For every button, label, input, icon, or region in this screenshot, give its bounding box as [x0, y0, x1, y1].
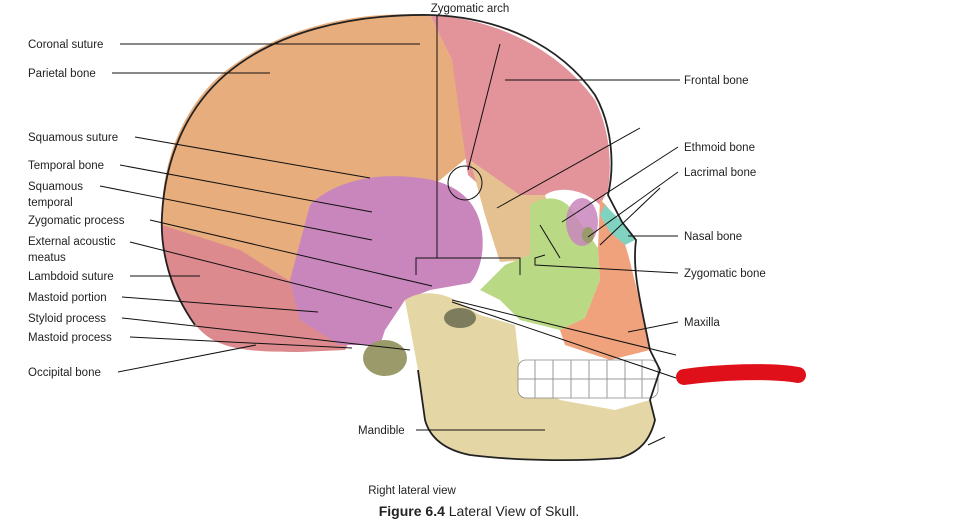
label-temporal-bone: Temporal bone: [28, 160, 104, 172]
figure-caption: Figure 6.4 Lateral View of Skull.: [0, 503, 958, 519]
mandible-region: [405, 293, 655, 461]
label-mastoid-process: Mastoid process: [28, 332, 112, 344]
label-mastoid-portion: Mastoid portion: [28, 292, 107, 304]
label-external-acoustic-1: External acoustic: [28, 236, 116, 248]
label-ethmoid-bone: Ethmoid bone: [684, 142, 755, 154]
label-lacrimal-bone: Lacrimal bone: [684, 167, 756, 179]
label-squamous-suture: Squamous suture: [28, 132, 118, 144]
caption-title: Lateral View of Skull.: [444, 503, 580, 519]
maxilla-region: [560, 200, 650, 360]
label-zygomatic-arch: Zygomatic arch: [431, 3, 510, 15]
label-external-acoustic-2: meatus: [28, 252, 66, 264]
temporal-bone-region: [290, 176, 483, 345]
nasal-bone-region: [600, 205, 635, 245]
label-squamous-temporal-1: Squamous: [28, 181, 83, 193]
leader-lines: [99, 15, 680, 446]
label-lambdoid-suture: Lambdoid suture: [28, 271, 114, 283]
label-mandible: Mandible: [358, 425, 405, 437]
label-zygomatic-bone: Zygomatic bone: [684, 268, 766, 280]
frontal-bone-region: [430, 15, 610, 205]
teeth: [517, 359, 659, 399]
label-parietal-bone: Parietal bone: [28, 68, 96, 80]
label-view: Right lateral view: [368, 485, 456, 497]
label-frontal-bone: Frontal bone: [684, 75, 749, 87]
orbit-hole: [582, 227, 594, 243]
condyle-dark: [444, 308, 476, 328]
label-squamous-temporal-2: temporal: [28, 197, 73, 209]
label-zygomatic-process: Zygomatic process: [28, 215, 125, 227]
skull-outline: [160, 14, 661, 462]
label-coronal-suture: Coronal suture: [28, 39, 103, 51]
caption-figure-number: Figure 6.4: [378, 503, 445, 519]
suture-circle: [447, 165, 483, 201]
red-redaction-mark: [676, 364, 806, 385]
label-styloid-process: Styloid process: [28, 313, 106, 325]
label-nasal-bone: Nasal bone: [684, 231, 742, 243]
label-maxilla: Maxilla: [684, 317, 720, 329]
mastoid-dark: [363, 340, 407, 376]
label-occipital-bone: Occipital bone: [28, 367, 101, 379]
